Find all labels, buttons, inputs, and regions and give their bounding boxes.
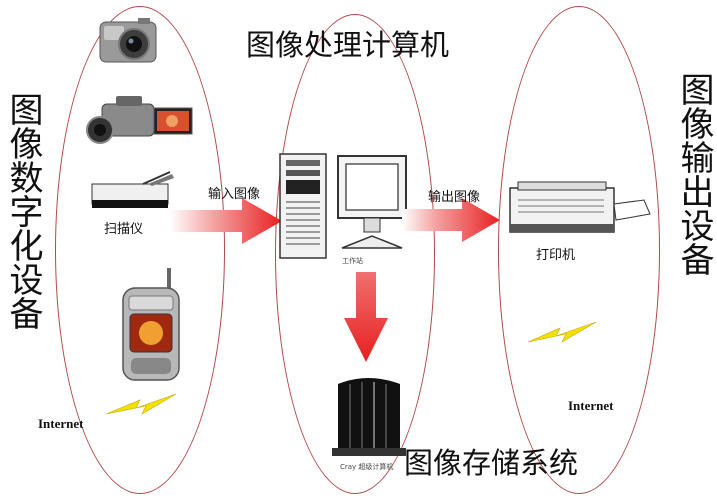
storage-system-label: 图像存储系统 <box>404 446 579 480</box>
scanner-label: 扫描仪 <box>104 222 144 237</box>
camcorder-icon <box>86 96 193 144</box>
printer-icon <box>509 181 651 233</box>
workstation-caption: 工作站 <box>342 257 363 265</box>
scanner-icon <box>91 171 174 208</box>
lightning-icon-left <box>105 393 177 415</box>
computer-tower-icon <box>279 153 327 259</box>
output-image-label: 输出图像 <box>428 190 481 205</box>
internet-label-left: Internet <box>38 416 84 431</box>
processing-computer-title: 图像处理计算机 <box>246 28 450 62</box>
supercomputer-caption: Cray 超级计算机 <box>340 463 394 471</box>
input-devices-ellipse <box>55 6 225 494</box>
digital-camera-icon <box>99 18 157 63</box>
supercomputer-icon <box>332 378 406 456</box>
processing-ellipse <box>275 14 435 494</box>
output-arrow <box>402 198 500 242</box>
storage-arrow <box>344 272 388 362</box>
mobile-phone-icon <box>122 268 180 381</box>
monitor-icon <box>337 155 407 249</box>
output-devices-ellipse <box>498 6 660 494</box>
digitizing-devices-label: 图像数字化设备 <box>3 92 43 330</box>
lightning-icon-right <box>527 321 597 343</box>
input-arrow <box>170 198 282 244</box>
input-image-label: 输入图像 <box>208 187 261 202</box>
output-devices-label: 图像输出设备 <box>674 72 714 276</box>
printer-label: 打印机 <box>536 248 576 263</box>
internet-label-right: Internet <box>568 398 614 413</box>
